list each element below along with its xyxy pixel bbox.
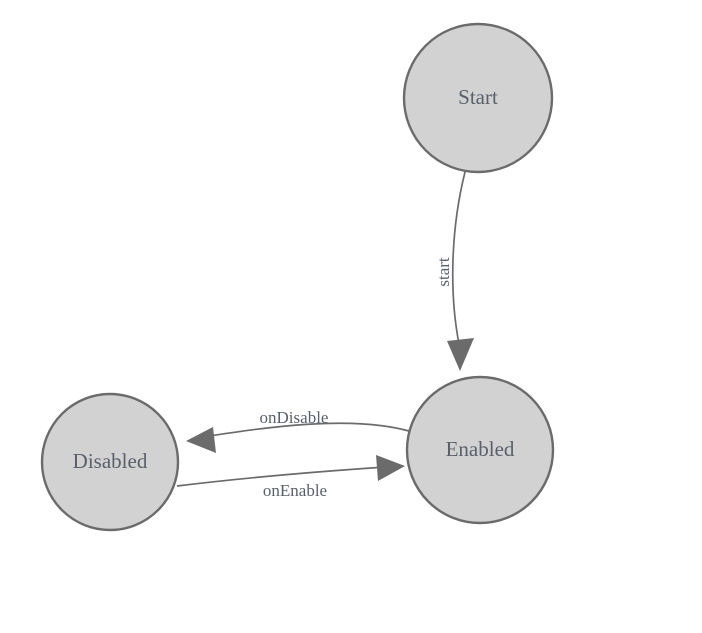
edge-disabled-to-enabled-arrowhead [376,455,405,481]
edge-enabled-to-disabled-path [202,422,410,438]
node-disabled-label: Disabled [73,449,148,473]
node-start[interactable]: Start [402,22,554,174]
edge-enabled-to-disabled-arrowhead [186,427,216,453]
node-start-label: Start [458,85,498,109]
edge-label-on-disable: onDisable [260,408,329,427]
edge-label-on-enable: onEnable [263,481,327,500]
node-start-circle [402,22,554,174]
edge-start-to-enabled[interactable] [447,171,474,371]
edge-start-to-enabled-arrowhead [447,338,474,371]
edge-disabled-to-enabled[interactable] [176,455,405,487]
node-disabled[interactable]: Disabled [40,392,180,532]
edge-disabled-to-enabled-path [176,466,387,487]
node-enabled[interactable]: Enabled [405,375,555,525]
edge-enabled-to-disabled[interactable] [186,422,410,453]
edge-start-to-enabled-path [451,171,466,345]
edge-label-start: start [434,257,453,287]
node-enabled-circle [405,375,555,525]
node-enabled-label: Enabled [446,437,515,461]
node-disabled-circle [40,392,180,532]
